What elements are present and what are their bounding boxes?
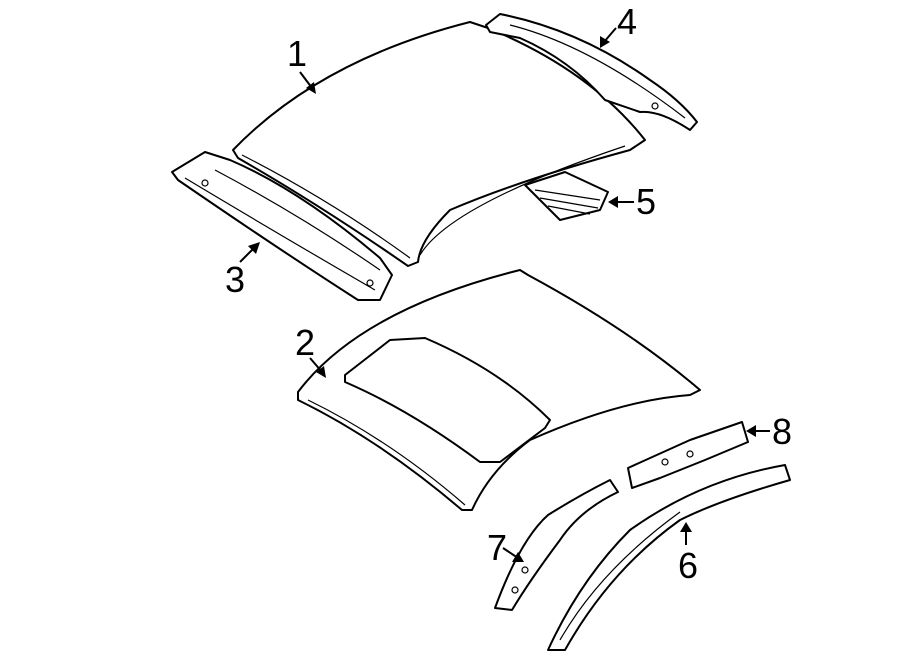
pillar-reinforcement-7 (494, 479, 619, 611)
front-header-rail-3 (171, 151, 393, 301)
callout-7: 7 (487, 527, 508, 568)
callout-5: 5 (636, 181, 657, 222)
leader-arrows (239, 27, 770, 562)
callout-6: 6 (678, 545, 699, 586)
roof-panel-1 (232, 21, 646, 267)
callout-2: 2 (295, 322, 316, 363)
roof-panel-sunroof-2 (297, 269, 701, 511)
side-rail-6 (547, 464, 791, 651)
rear-header-rail-4 (485, 13, 698, 131)
callout-8: 8 (772, 411, 793, 452)
roof-bows-5 (524, 171, 609, 221)
callout-3: 3 (225, 259, 246, 300)
callout-1: 1 (287, 33, 308, 74)
reinforcement-8 (627, 421, 749, 489)
callout-4: 4 (617, 1, 638, 42)
